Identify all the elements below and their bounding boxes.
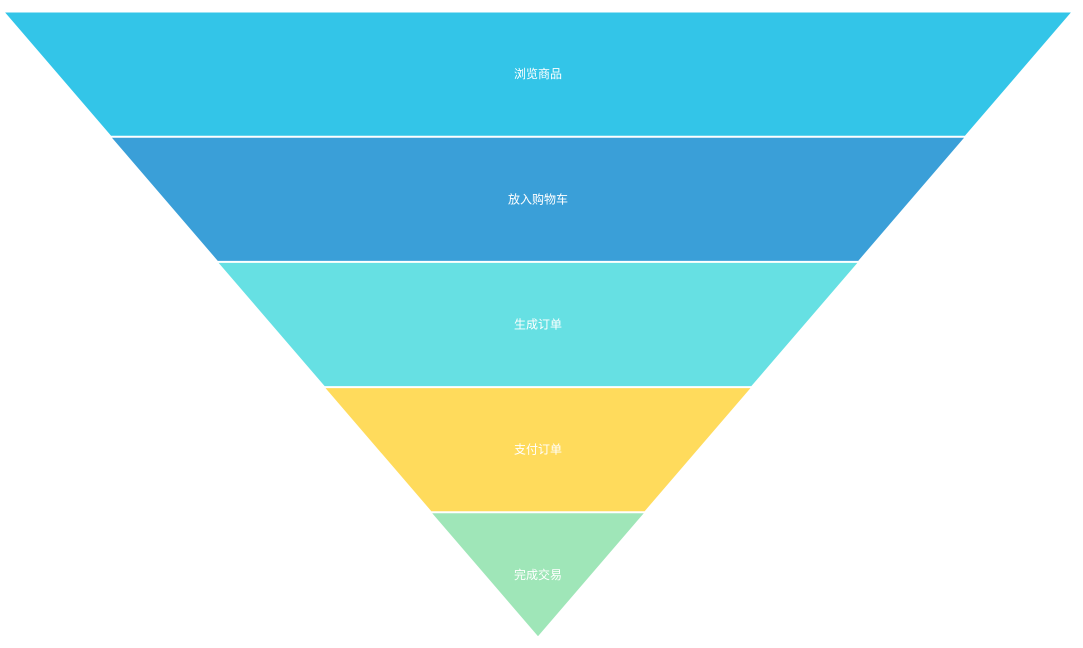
funnel-stage-label-3: 生成订单 xyxy=(514,318,562,332)
funnel-stage-1[interactable] xyxy=(2,11,1074,137)
funnel-stage-5[interactable] xyxy=(430,512,646,638)
funnel-stage-label-5: 完成交易 xyxy=(514,567,562,582)
funnel-stage-4[interactable] xyxy=(323,387,753,513)
funnel-stage-label-4: 支付订单 xyxy=(514,443,562,457)
funnel-stages xyxy=(2,11,1074,638)
funnel-stage-2[interactable] xyxy=(109,136,967,262)
funnel-stage-label-1: 浏览商品 xyxy=(514,66,562,81)
funnel-stage-3[interactable] xyxy=(216,261,860,388)
funnel-stage-label-2: 放入购物车 xyxy=(508,191,568,206)
